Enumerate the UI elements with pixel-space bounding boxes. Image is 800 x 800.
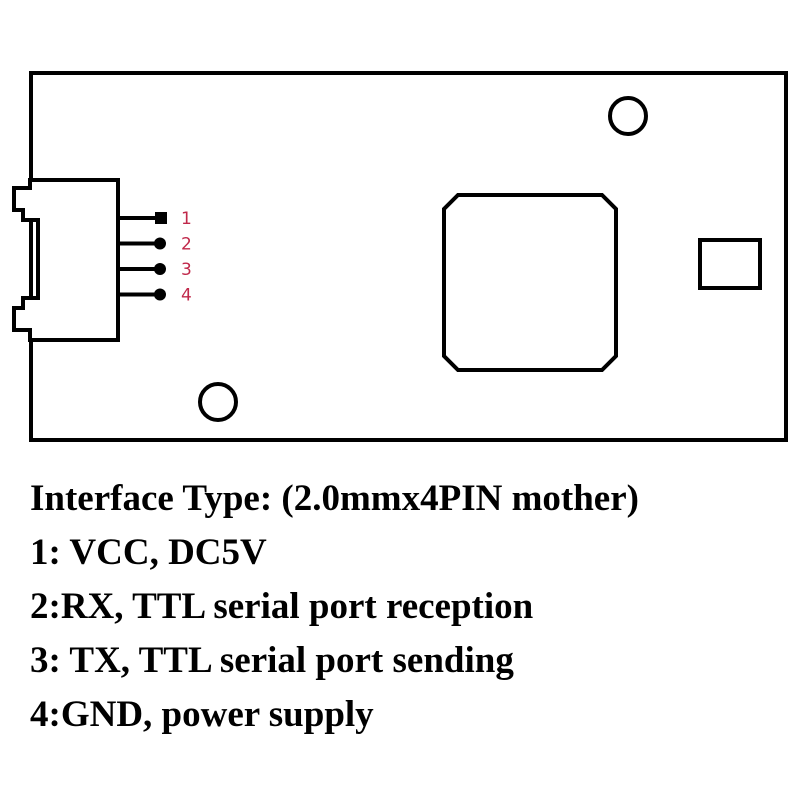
connector-pins: 1 2 3 4 xyxy=(118,209,192,306)
pin-3-label: 3 xyxy=(181,260,192,280)
pin-4-description: 4:GND, power supply xyxy=(30,694,374,735)
board-outline xyxy=(29,71,788,442)
pin-2-description: 2:RX, TTL serial port reception xyxy=(30,586,534,627)
main-chip xyxy=(442,193,618,372)
mounting-hole-bottom-left xyxy=(198,382,238,422)
pin-3-description: 3: TX, TTL serial port sending xyxy=(30,640,514,681)
small-component xyxy=(698,238,762,290)
connector-housing xyxy=(12,178,120,342)
pin-1-description: 1: VCC, DC5V xyxy=(30,532,267,573)
interface-type-title: Interface Type: (2.0mmx4PIN mother) xyxy=(30,478,639,519)
pin-2-marker xyxy=(154,237,166,250)
module-diagram: 1 2 3 4 xyxy=(12,71,788,442)
interface-description: Interface Type: (2.0mmx4PIN mother) 1: V… xyxy=(30,472,790,742)
pin-2-label: 2 xyxy=(181,235,192,255)
mounting-hole-top-right xyxy=(608,96,648,136)
pin-4-marker xyxy=(154,288,166,301)
pin-1-marker xyxy=(155,212,167,224)
pin-1-label: 1 xyxy=(181,209,192,229)
pin-4-label: 4 xyxy=(181,286,192,306)
pin-3-marker xyxy=(154,263,166,275)
